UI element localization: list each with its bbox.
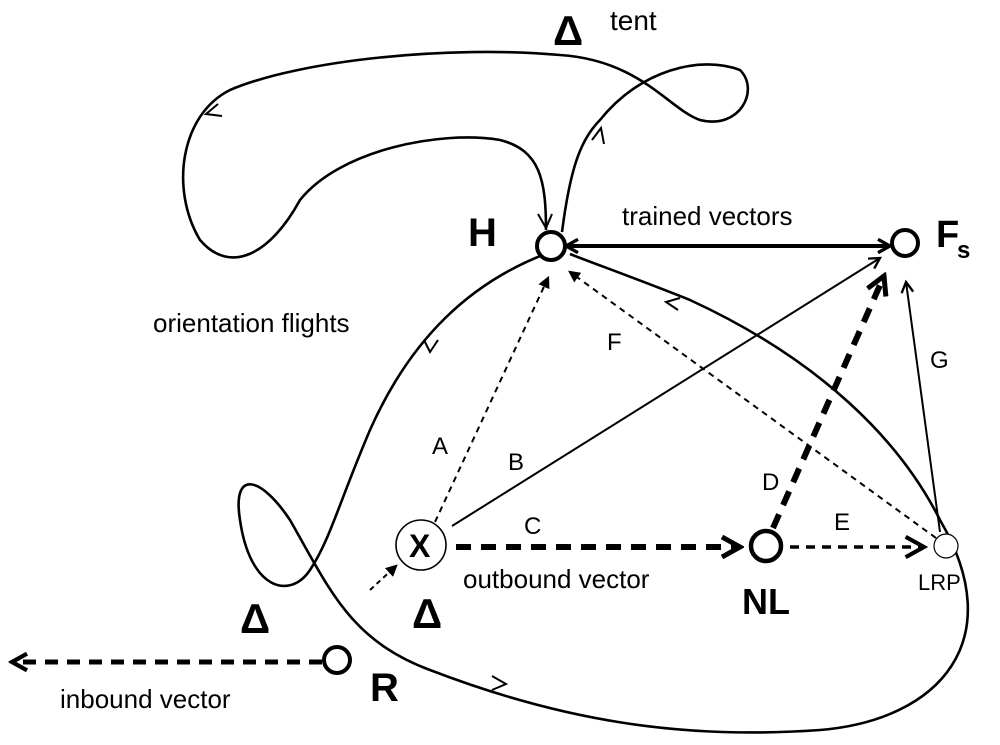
release-to-X-arrow	[369, 564, 398, 591]
path-letter-B: B	[508, 449, 524, 476]
path-A	[434, 275, 550, 523]
tent-landmark-icon: Δ	[553, 7, 583, 54]
path-letter-E: E	[834, 509, 850, 536]
label-trained-vectors: trained vectors	[622, 201, 793, 231]
node-NL	[748, 528, 784, 564]
path-letter-F: F	[607, 329, 622, 356]
path-letter-C: C	[524, 513, 541, 540]
node-LRP	[933, 533, 959, 559]
tent-loop-arrow-down	[537, 213, 553, 231]
label-tent: tent	[610, 5, 657, 36]
path-B	[451, 258, 880, 527]
path-letter-A: A	[432, 433, 448, 460]
label-LRP: LRP	[918, 570, 961, 595]
label-X: X	[409, 528, 431, 564]
label-NL: NL	[742, 581, 790, 622]
orientation-arrow-2	[491, 675, 509, 691]
label-outbound-vector: outbound vector	[463, 564, 650, 594]
orientation-arrow-3	[663, 297, 681, 311]
path-F	[568, 270, 937, 539]
label-orientation-flights: orientation flights	[153, 308, 350, 338]
node-R	[322, 645, 352, 675]
path-letter-D: D	[762, 469, 779, 496]
node-H	[535, 230, 567, 262]
tent-loop-arrow-left	[203, 103, 223, 117]
node-Fs	[890, 228, 920, 258]
label-R: R	[370, 666, 399, 710]
orientation-arrow-1	[423, 339, 439, 354]
tent-loop-arrow-up	[591, 125, 605, 145]
path-D	[770, 276, 884, 530]
label-Fs: F	[936, 214, 959, 256]
landmark-left-icon: Δ	[240, 595, 270, 642]
orientation-flight-loop	[237, 248, 969, 734]
landmark-X-icon: Δ	[412, 590, 442, 637]
label-inbound-vector: inbound vector	[60, 684, 231, 714]
node-X	[395, 519, 447, 571]
label-Fs-subscript: s	[957, 237, 970, 264]
path-letter-G: G	[930, 347, 949, 374]
label-H: H	[468, 211, 497, 255]
tent-loop-path	[181, 50, 750, 259]
path-G	[906, 282, 941, 533]
